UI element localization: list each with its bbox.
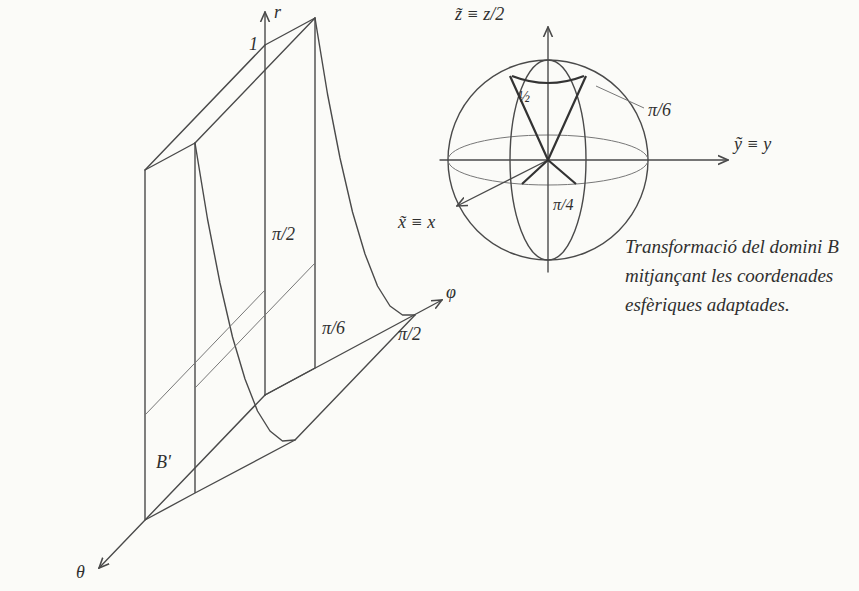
value-label: 1 <box>249 34 258 55</box>
theta-axis <box>99 395 265 568</box>
caption-note: Transformació del domini B mitjançant le… <box>625 232 850 319</box>
sphere-sketch <box>440 27 728 272</box>
axis-label: x̃ ≡ x <box>398 212 435 233</box>
axis-label: z̃ ≡ z/2 <box>455 4 504 25</box>
angle-label: π/2 <box>398 324 421 345</box>
solid-b-prime <box>99 12 442 568</box>
cone-cap <box>512 76 584 83</box>
axis-label: φ <box>446 282 456 303</box>
azimuth-wedge <box>522 160 576 184</box>
axis-label: θ <box>76 562 85 583</box>
front-face <box>145 143 415 520</box>
top-edges <box>145 18 315 170</box>
cone-lines <box>510 76 586 160</box>
value-label: ½ <box>518 88 530 106</box>
axis-label: r <box>274 2 281 23</box>
angle-label: π/6 <box>648 100 671 121</box>
x-axis <box>457 160 548 206</box>
back-curve <box>315 18 415 315</box>
y-axis <box>440 159 728 160</box>
angle-label: π/4 <box>553 196 573 214</box>
region-label: B' <box>156 452 171 473</box>
back-face <box>265 18 315 395</box>
axis-label: ỹ ≡ y <box>734 134 771 155</box>
front-curve <box>195 143 295 441</box>
value-label: π/2 <box>272 224 295 245</box>
angle-label: π/6 <box>322 318 345 339</box>
section-lines <box>145 263 315 415</box>
z-axis <box>547 27 548 272</box>
leader-line <box>596 86 644 108</box>
